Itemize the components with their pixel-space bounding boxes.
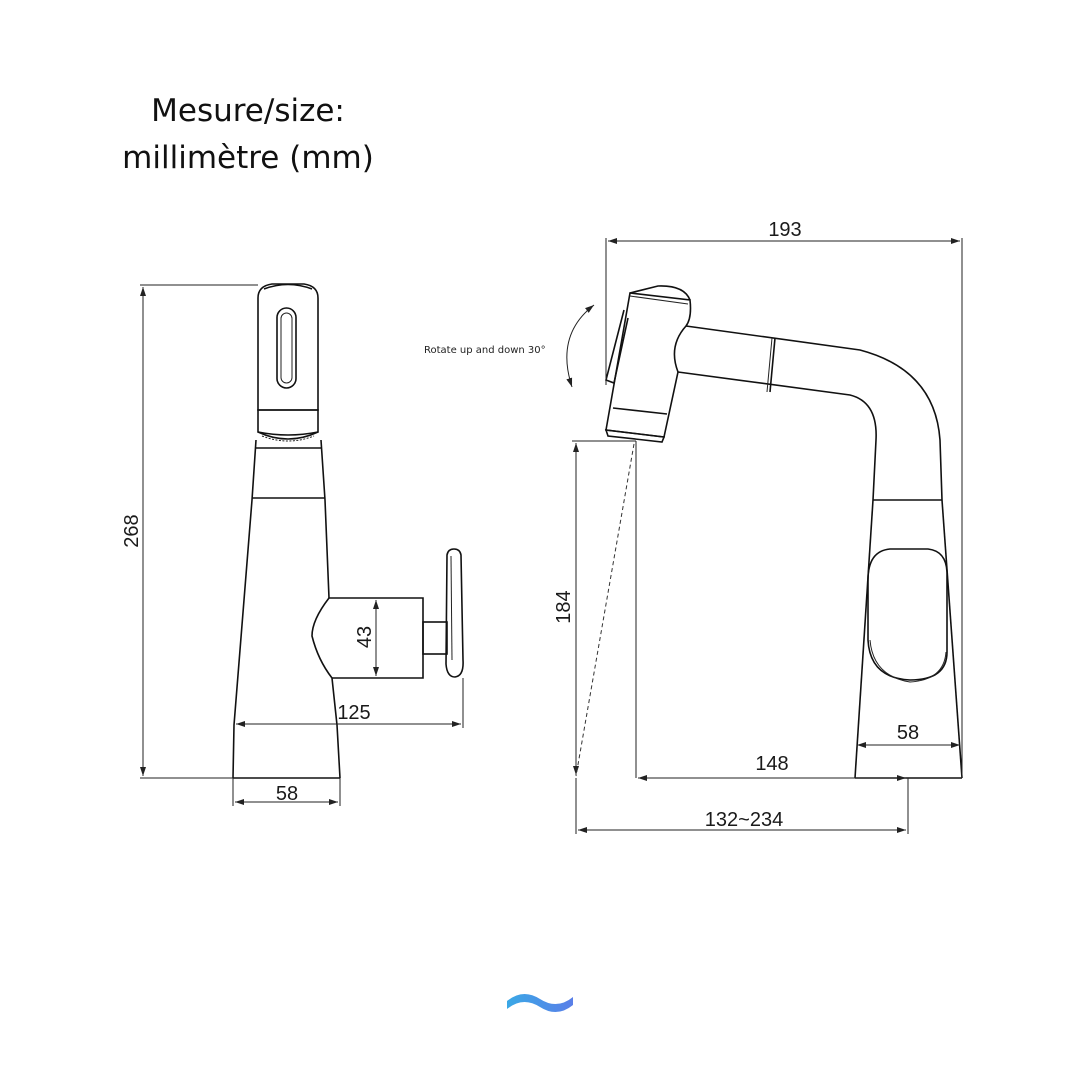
dim-handle-height: 43	[354, 626, 376, 648]
side-view-dimensions: 193 184 148 58 132~234	[553, 219, 963, 834]
side-view-faucet	[604, 285, 963, 779]
dim-total-height: 268	[121, 514, 143, 547]
dim-pullout-range: 132~234	[705, 809, 783, 831]
front-view-faucet	[232, 283, 464, 779]
dim-base-width-side: 58	[897, 722, 919, 744]
front-view-dimensions: 268 43 125 58	[121, 284, 464, 806]
measurement-unit-title: Mesure/size: millimètre (mm)	[98, 88, 398, 182]
title-line-1: Mesure/size:	[151, 93, 345, 129]
dim-base-width-front: 58	[276, 783, 298, 805]
rotation-note: Rotate up and down 30°	[424, 345, 546, 356]
dim-spout-reach: 148	[755, 753, 788, 775]
title-line-2: millimètre (mm)	[122, 140, 374, 176]
wave-icon	[507, 993, 573, 1013]
rotation-annotation: Rotate up and down 30°	[424, 304, 595, 388]
dim-spout-height: 184	[553, 590, 575, 623]
dim-handle-reach: 125	[337, 702, 370, 724]
dim-total-width: 193	[768, 219, 801, 241]
